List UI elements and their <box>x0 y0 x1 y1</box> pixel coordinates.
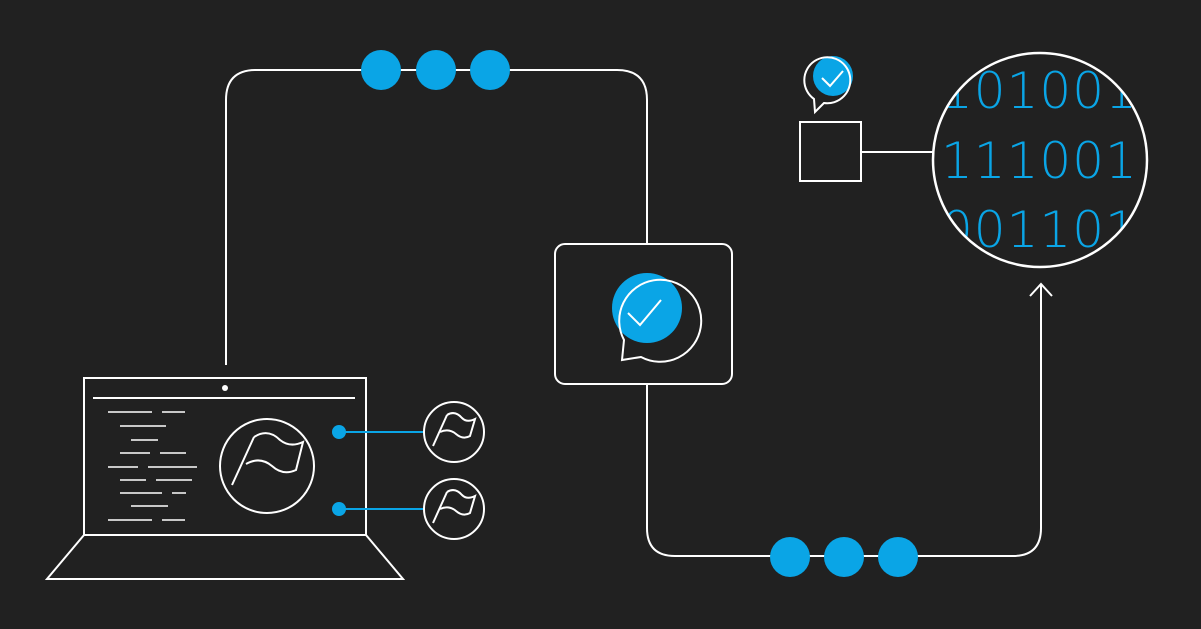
checkmark-speech-bubble-icon <box>612 273 703 363</box>
top-dot-group <box>361 50 510 90</box>
small-checkmark-bubble-icon <box>803 56 853 115</box>
binary-row: 101001 <box>941 62 1138 120</box>
laptop-base <box>44 534 406 580</box>
flag-connector-bottom <box>332 502 424 516</box>
top-dot <box>361 50 401 90</box>
flag-icon <box>423 401 485 463</box>
top-dot <box>416 50 456 90</box>
code-lines <box>108 411 197 521</box>
laptop-camera <box>222 385 228 391</box>
binary-row: 111001 <box>941 132 1138 190</box>
bottom-dot <box>878 537 918 577</box>
laptop-icon <box>44 377 406 580</box>
top-dot <box>470 50 510 90</box>
arrow-up-icon <box>1029 282 1053 297</box>
laptop-screen <box>83 377 367 536</box>
flag-icon <box>219 418 315 514</box>
flag-icon <box>423 478 485 540</box>
bottom-dot-group <box>770 537 918 577</box>
flag-connector-top <box>332 425 424 439</box>
binary-row: 001101 <box>941 201 1138 259</box>
bottom-dot <box>824 537 864 577</box>
bottom-dot <box>770 537 810 577</box>
binary-lens: 101001 111001 001101 <box>931 51 1149 269</box>
verification-box <box>554 243 733 385</box>
square-node-icon <box>799 121 862 182</box>
